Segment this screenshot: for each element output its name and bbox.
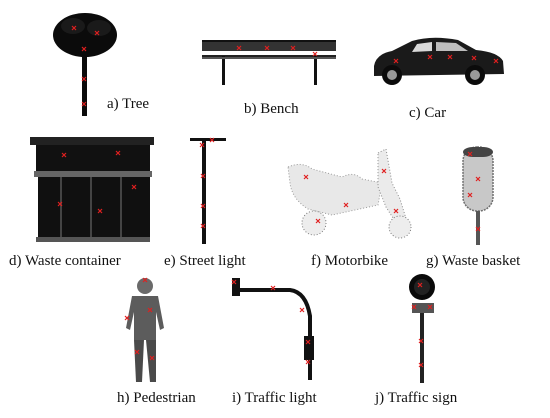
car-point-cloud <box>374 37 504 85</box>
waste-container-point-cloud <box>30 137 154 242</box>
caption-traffic-sign: j) Traffic sign <box>375 390 458 406</box>
bench-point-cloud <box>202 40 336 85</box>
motorbike-point-cloud <box>287 148 412 239</box>
caption-waste-container: d) Waste container <box>9 253 121 269</box>
street-light-point-cloud <box>190 137 226 244</box>
caption-pedestrian: h) Pedestrian <box>117 390 196 406</box>
caption-street-light: e) Street light <box>164 253 246 269</box>
caption-waste-basket: g) Waste basket <box>426 253 521 269</box>
caption-tree: a) Tree <box>107 96 150 112</box>
caption-bench: b) Bench <box>244 101 299 117</box>
traffic-sign-point-cloud <box>409 274 435 383</box>
caption-traffic-light: i) Traffic light <box>232 390 317 406</box>
waste-basket-point-cloud <box>462 146 494 245</box>
caption-car: c) Car <box>409 105 447 121</box>
traffic-light-point-cloud <box>231 278 314 380</box>
caption-motorbike: f) Motorbike <box>311 253 389 269</box>
tree-point-cloud <box>53 13 117 116</box>
pedestrian-point-cloud <box>124 277 164 382</box>
